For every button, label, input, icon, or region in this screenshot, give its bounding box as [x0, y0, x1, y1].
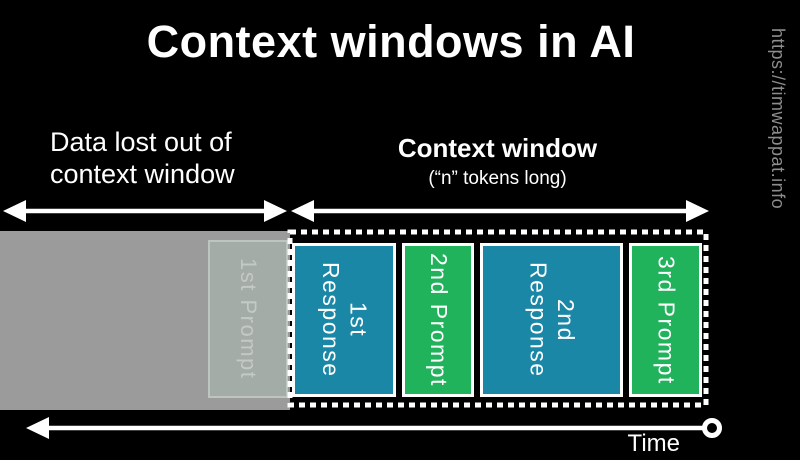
lost-span-arrow — [3, 200, 287, 222]
second-prompt-box: 2nd Prompt — [402, 243, 474, 397]
context-window-label: Context window — [397, 133, 598, 163]
watermark-url: https://timwappat.info — [768, 28, 788, 210]
data-lost-label: Data lost out of context window — [50, 127, 235, 189]
context-window-header: Context window (“n” tokens long) — [287, 133, 708, 190]
timeline-end-circle — [702, 418, 722, 438]
faded-first-prompt-label: 1st Prompt — [236, 258, 262, 380]
third-prompt-box: 3rd Prompt — [629, 243, 702, 397]
first-response-box: 1st Response — [292, 243, 396, 397]
context-span-arrow — [291, 200, 709, 222]
second-prompt-label: 2nd Prompt — [425, 253, 452, 387]
context-window-sublabel: (“n” tokens long) — [428, 168, 567, 189]
first-response-label: 1st Response — [318, 262, 372, 378]
faded-first-prompt-box: 1st Prompt — [208, 240, 288, 398]
page-title: Context windows in AI — [146, 16, 636, 67]
second-response-box: 2nd Response — [480, 243, 623, 397]
third-prompt-label: 3rd Prompt — [653, 255, 680, 385]
second-response-label: 2nd Response — [525, 262, 580, 378]
time-axis-label: Time — [627, 430, 680, 457]
